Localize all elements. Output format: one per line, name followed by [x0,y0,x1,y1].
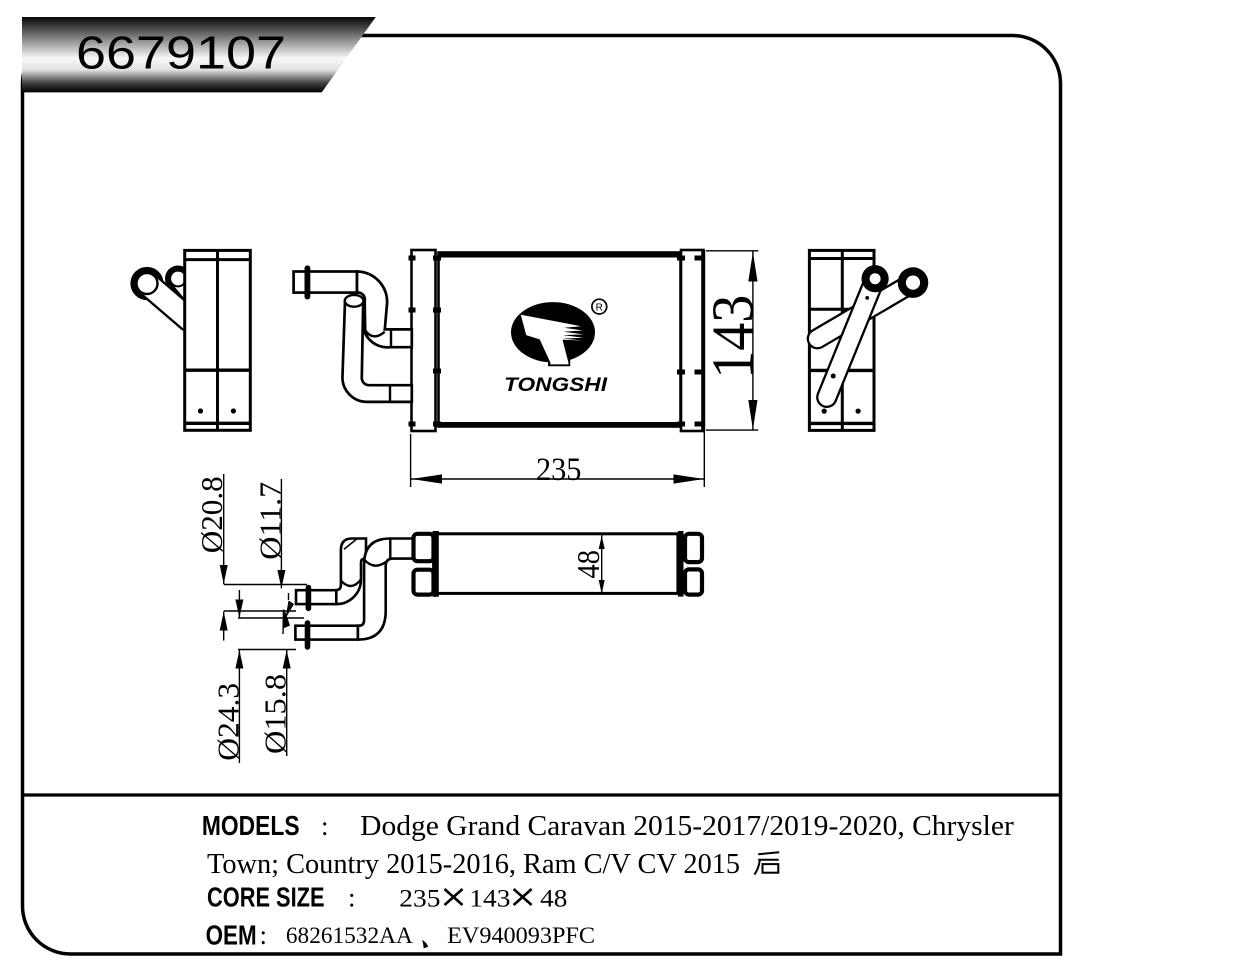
svg-text::: : [348,883,356,913]
svg-text:48: 48 [540,885,567,912]
svg-text::: : [260,920,268,950]
svg-text:Ø11.7: Ø11.7 [253,482,288,560]
svg-text:Ø15.8: Ø15.8 [258,674,293,754]
svg-text:CORE SIZE: CORE SIZE [207,882,325,913]
svg-text:Town; Country 2015-2016, Ram C: Town; Country 2015-2016, Ram C/V CV 2015 [207,849,740,880]
svg-text:143: 143 [699,295,765,379]
svg-text:Dodge Grand Caravan 2015-2017/: Dodge Grand Caravan 2015-2017/2019-2020,… [360,811,1014,842]
svg-text:68261532AA: 68261532AA [286,923,413,949]
svg-text:48: 48 [570,550,606,579]
svg-text:R: R [596,302,603,313]
svg-text:143: 143 [469,885,510,912]
svg-text:OEM: OEM [206,920,257,951]
svg-text:MODELS: MODELS [202,810,300,841]
svg-text:6679107: 6679107 [76,27,286,79]
svg-text:235: 235 [399,885,440,912]
svg-text:235: 235 [536,452,582,488]
svg-text:Ø24.3: Ø24.3 [211,683,246,761]
svg-text:TONGSHI: TONGSHI [504,375,608,396]
svg-text:Ø20.8: Ø20.8 [194,476,229,553]
svg-text::: : [321,811,329,841]
svg-text:EV940093PFC: EV940093PFC [447,923,595,949]
